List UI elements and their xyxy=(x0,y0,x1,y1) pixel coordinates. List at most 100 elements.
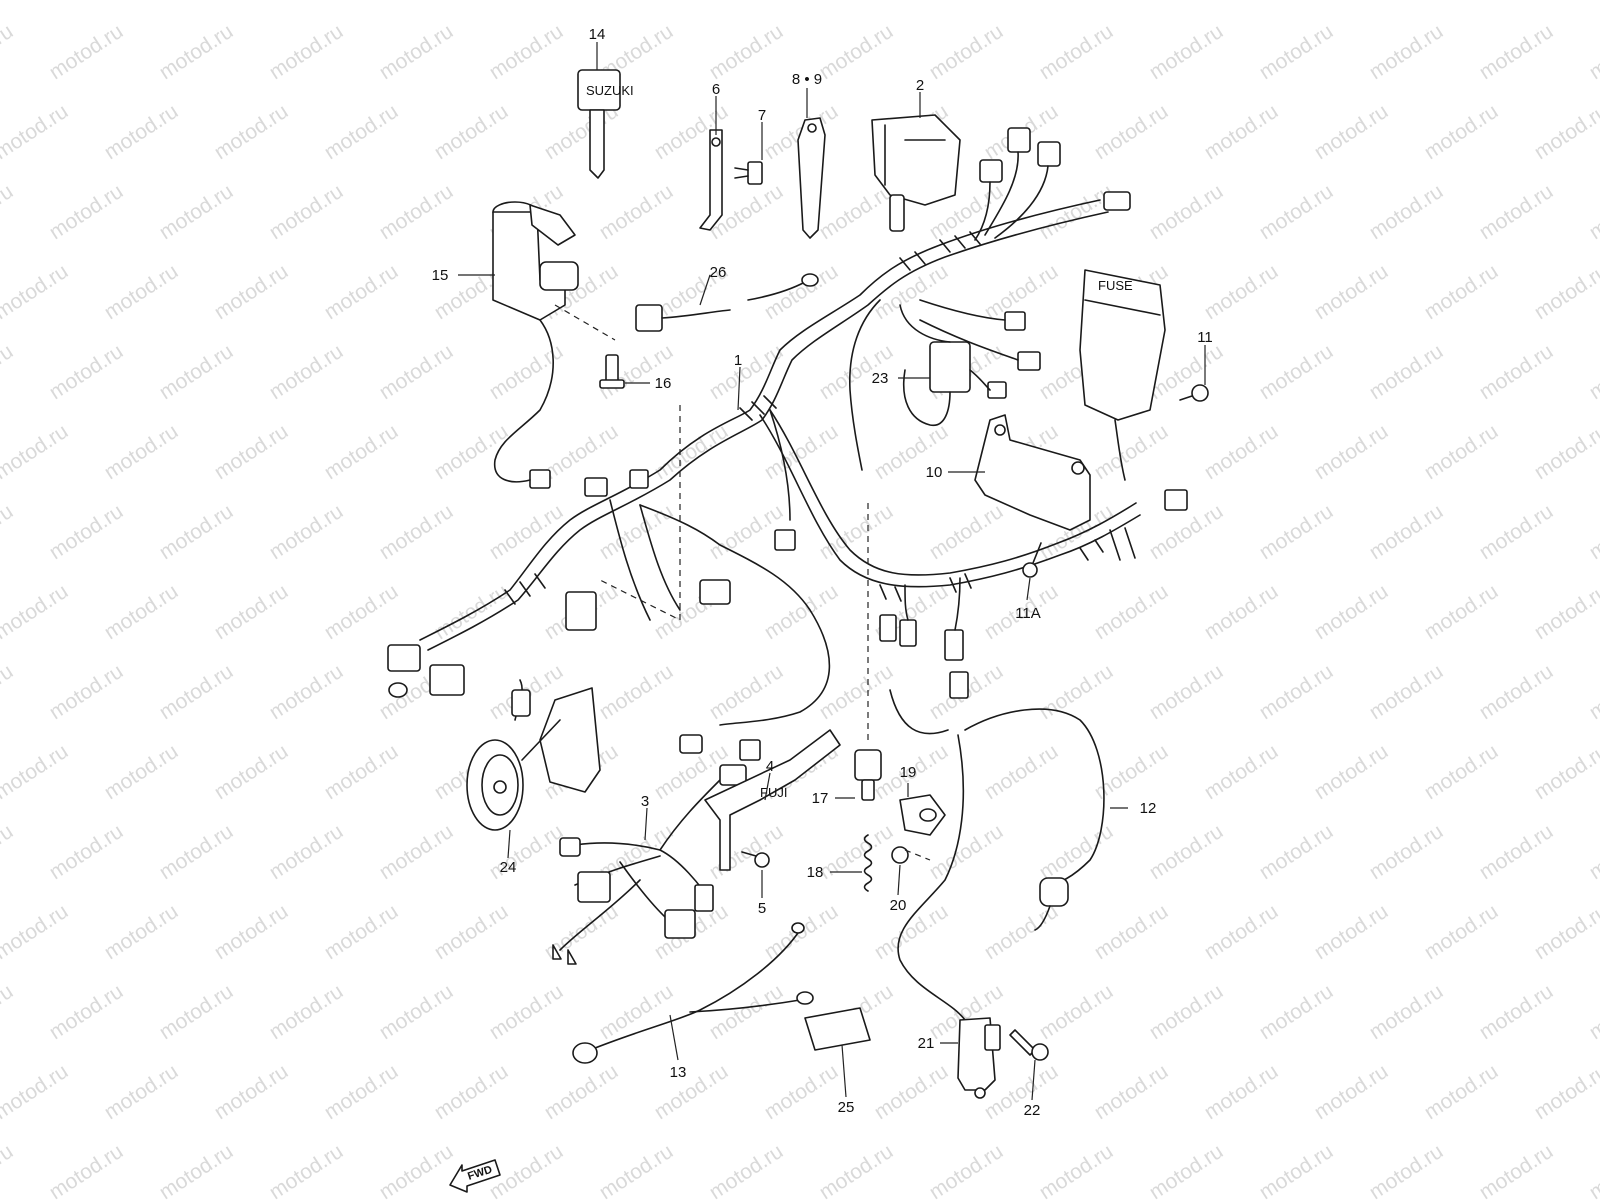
callout-15: 15 xyxy=(432,267,449,284)
watermark-text: motod.ru xyxy=(595,980,677,1044)
watermark-text: motod.ru xyxy=(925,1140,1007,1200)
watermark-text: motod.ru xyxy=(1200,260,1282,324)
watermark-text: motod.ru xyxy=(265,180,347,244)
watermark-text: motod.ru xyxy=(430,420,512,484)
watermark-text: motod.ru xyxy=(210,900,292,964)
callout-22: 22 xyxy=(1024,1102,1041,1119)
plate-stamp: FUJI xyxy=(760,785,787,800)
watermark-text: motod.ru xyxy=(1365,980,1447,1044)
callout-20: 20 xyxy=(890,897,907,914)
watermark-text: motod.ru xyxy=(1310,0,1392,4)
watermark-text: motod.ru xyxy=(815,500,897,564)
watermark-text: motod.ru xyxy=(45,980,127,1044)
watermark-text: motod.ru xyxy=(0,660,17,724)
watermark-text: motod.ru xyxy=(45,1140,127,1200)
watermark-text: motod.ru xyxy=(1090,420,1172,484)
watermark-text: motod.ru xyxy=(100,0,182,4)
callout-12: 12 xyxy=(1140,800,1157,817)
watermark-text: motod.ru xyxy=(1310,420,1392,484)
key-stamp: SUZUKI xyxy=(586,83,634,98)
callout-14: 14 xyxy=(589,26,606,43)
watermark-text: motod.ru xyxy=(1420,1060,1502,1124)
watermark-text: motod.ru xyxy=(1035,660,1117,724)
watermark-text: motod.ru xyxy=(1035,1140,1117,1200)
callout-5: 5 xyxy=(758,900,766,917)
watermark-text: motod.ru xyxy=(1200,900,1282,964)
callout-21: 21 xyxy=(918,1035,935,1052)
switch-cover-part xyxy=(899,794,946,836)
watermark-text: motod.ru xyxy=(210,420,292,484)
watermark-text: motod.ru xyxy=(430,900,512,964)
watermark-text: motod.ru xyxy=(760,1060,842,1124)
watermark-text: motod.ru xyxy=(1365,1140,1447,1200)
watermark-text: motod.ru xyxy=(1530,420,1600,484)
watermark-text: motod.ru xyxy=(1420,100,1502,164)
watermark-text: motod.ru xyxy=(1585,340,1600,404)
spring-part xyxy=(863,834,873,892)
watermark-text: motod.ru xyxy=(375,180,457,244)
watermark-text: motod.ru xyxy=(1420,420,1502,484)
watermark-text: motod.ru xyxy=(1475,820,1557,884)
watermark-text: motod.ru xyxy=(0,260,72,324)
watermark-text: motod.ru xyxy=(1475,500,1557,564)
screw-part xyxy=(734,161,763,185)
watermark-text: motod.ru xyxy=(375,20,457,84)
label-sheet-part xyxy=(804,1007,871,1051)
watermark-text: motod.ru xyxy=(1530,100,1600,164)
watermark-text: motod.ru xyxy=(1035,820,1117,884)
watermark-text: motod.ru xyxy=(1255,660,1337,724)
callout-23: 23 xyxy=(872,370,889,387)
callout-17: 17 xyxy=(812,790,829,807)
fuse-bolt-part xyxy=(1179,384,1209,402)
watermark-text: motod.ru xyxy=(1200,0,1282,4)
watermark-text: motod.ru xyxy=(1475,180,1557,244)
watermark-text: motod.ru xyxy=(1475,1140,1557,1200)
stop-switch-part xyxy=(854,500,882,801)
watermark-text: motod.ru xyxy=(540,420,622,484)
cover-bolt-part xyxy=(891,846,931,864)
watermark-text: motod.ru xyxy=(1145,980,1227,1044)
leader-lines xyxy=(458,42,1206,1101)
watermark-text: motod.ru xyxy=(1475,980,1557,1044)
watermark-text: motod.ru xyxy=(320,100,402,164)
watermark-text: motod.ru xyxy=(760,0,842,4)
watermark-text: motod.ru xyxy=(100,1060,182,1124)
watermark-text: motod.ru xyxy=(265,1140,347,1200)
watermark-text: motod.ru xyxy=(1255,340,1337,404)
watermark-text: motod.ru xyxy=(870,0,952,4)
watermark-text: motod.ru xyxy=(1310,1060,1392,1124)
sensor-bolt-part xyxy=(1009,1029,1049,1061)
watermark-text: motod.ru xyxy=(1145,180,1227,244)
watermark-text: motod.ru xyxy=(0,980,17,1044)
watermark-text: motod.ru xyxy=(1090,1060,1172,1124)
watermark-text: motod.ru xyxy=(1365,500,1447,564)
callout-3: 3 xyxy=(641,793,649,810)
watermark-text: motod.ru xyxy=(815,820,897,884)
watermark-text: motod.ru xyxy=(320,0,402,4)
watermark-text: motod.ru xyxy=(485,980,567,1044)
watermark-text: motod.ru xyxy=(1090,580,1172,644)
watermark-text: motod.ru xyxy=(1365,660,1447,724)
callout-2: 2 xyxy=(916,77,924,94)
watermark-text: motod.ru xyxy=(870,900,952,964)
watermark-text: motod.ru xyxy=(0,1140,17,1200)
watermark-text: motod.ru xyxy=(1090,0,1172,4)
watermark-text: motod.ru xyxy=(265,980,347,1044)
watermark-text: motod.ru xyxy=(760,420,842,484)
watermark-text: motod.ru xyxy=(265,20,347,84)
bolt-part xyxy=(599,354,625,389)
watermark-text: motod.ru xyxy=(0,180,17,244)
watermark-text: motod.ru xyxy=(705,980,787,1044)
watermark-text: motod.ru xyxy=(815,660,897,724)
watermark-text: motod.ru xyxy=(155,820,237,884)
watermark-text: motod.ru xyxy=(1585,20,1600,84)
watermark-text: motod.ru xyxy=(1255,1140,1337,1200)
lead-wire-part xyxy=(635,273,819,332)
watermark-text: motod.ru xyxy=(100,100,182,164)
watermark-text: motod.ru xyxy=(0,740,72,804)
watermark-text: motod.ru xyxy=(0,100,72,164)
watermark-text: motod.ru xyxy=(320,580,402,644)
watermark-text: motod.ru xyxy=(210,260,292,324)
watermark-text: motod.ru xyxy=(210,740,292,804)
watermark-text: motod.ru xyxy=(1530,580,1600,644)
